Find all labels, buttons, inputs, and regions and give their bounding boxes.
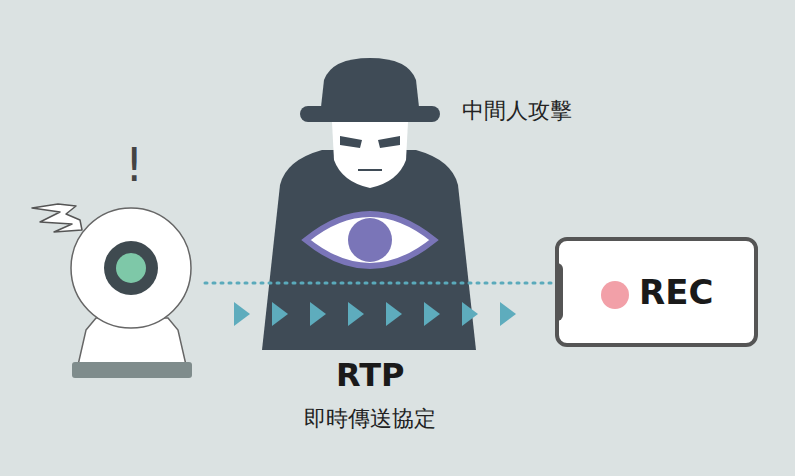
alert-spark — [32, 204, 82, 232]
packet-arrows — [234, 302, 516, 326]
record-label: REC — [639, 272, 713, 312]
record-dot — [601, 281, 629, 309]
protocol-description: 即時傳送協定 — [304, 404, 436, 434]
hacker — [262, 58, 476, 350]
camera — [71, 208, 192, 378]
recording-screen: REC — [555, 237, 758, 347]
data-stream — [205, 282, 552, 285]
alert-mark: ! — [125, 138, 143, 192]
attack-label: 中間人攻擊 — [462, 96, 572, 126]
protocol-name: RTP — [336, 356, 404, 394]
phone-notch — [555, 263, 563, 321]
